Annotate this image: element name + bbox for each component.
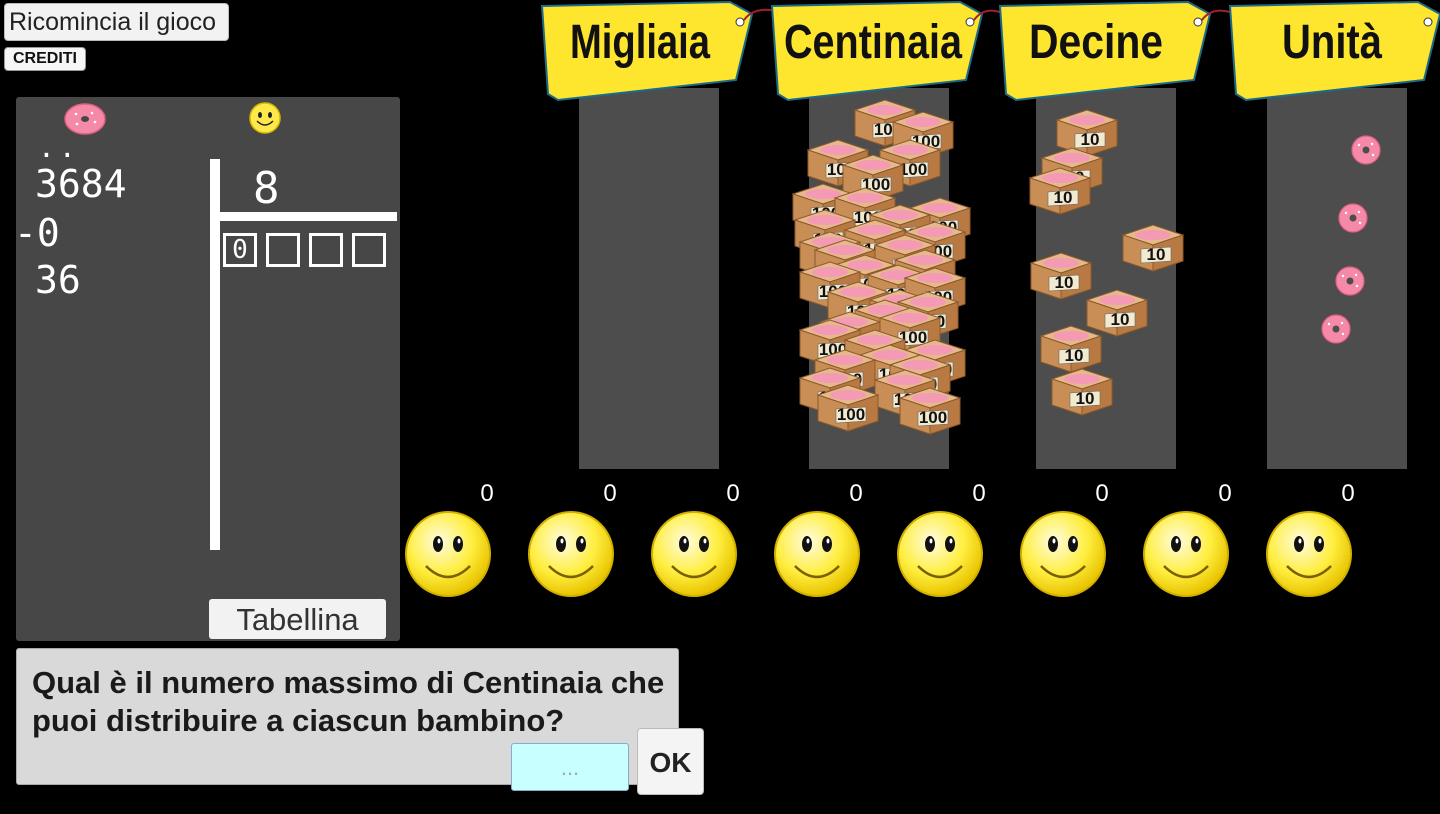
box-label: 10: [1055, 273, 1074, 292]
tag-label-centinaia: Centinaia: [784, 16, 962, 69]
division-horizontal-line: [218, 212, 397, 221]
child-count-8: 0: [1341, 480, 1355, 507]
tag-migliaia: Migliaia: [541, 1, 781, 101]
donut-icon[interactable]: [1338, 203, 1368, 233]
tag-centinaia: Centinaia: [771, 1, 1006, 101]
donut-icon[interactable]: [1321, 314, 1351, 344]
box-label: 10: [1081, 130, 1100, 149]
child-smiley-4[interactable]: [773, 510, 861, 598]
question-text: Qual è il numero massimo di Centinaia ch…: [32, 665, 665, 738]
ten-box[interactable]: 10: [1055, 109, 1119, 157]
hundred-box[interactable]: 100: [898, 387, 962, 435]
quotient-digit-4[interactable]: [352, 233, 386, 267]
smiley-icon: [897, 511, 983, 597]
tag-label-decine: Decine: [1029, 16, 1163, 69]
smiley-icon: [1266, 511, 1352, 597]
child-smiley-7[interactable]: [1142, 510, 1230, 598]
manipulatives-layer: 1001001001001001001001001001001001001001…: [791, 99, 1381, 435]
answer-input[interactable]: ...: [511, 743, 629, 791]
ten-box[interactable]: 10: [1028, 167, 1092, 215]
box-label: 100: [919, 408, 947, 427]
division-board: [16, 97, 400, 641]
ten-box[interactable]: 10: [1029, 252, 1093, 300]
ten-box[interactable]: 10: [1085, 289, 1149, 337]
box-label: 10: [1076, 389, 1095, 408]
child-smiley-8[interactable]: [1265, 510, 1353, 598]
ten-box[interactable]: 10: [1050, 368, 1114, 416]
ok-button[interactable]: OK: [637, 728, 704, 795]
box-label: 100: [899, 160, 927, 179]
dividend: 3684: [35, 162, 127, 206]
box-label: 100: [899, 328, 927, 347]
hundred-box[interactable]: 100: [816, 384, 880, 432]
box-label: 10: [1054, 188, 1073, 207]
smiley-icon: [528, 511, 614, 597]
quotient-digit-2[interactable]: [266, 233, 300, 267]
child-smiley-5[interactable]: [896, 510, 984, 598]
smiley-icon: [651, 511, 737, 597]
multiplication-table-button[interactable]: Tabellina: [209, 599, 386, 639]
smiley-icon: [1020, 511, 1106, 597]
smiley-icon: [774, 511, 860, 597]
ten-box[interactable]: 10: [1039, 325, 1103, 373]
child-smiley-6[interactable]: [1019, 510, 1107, 598]
child-smiley-1[interactable]: [404, 510, 492, 598]
tag-label-migliaia: Migliaia: [570, 16, 710, 69]
column-tags: Migliaia Centinaia Decine Unità: [541, 1, 1440, 101]
box-label: 10: [1065, 346, 1084, 365]
credits-button[interactable]: CREDITI: [4, 47, 86, 71]
smiley-icon: [249, 102, 281, 134]
thousands-column: [579, 88, 719, 469]
child-count-4: 0: [849, 480, 863, 507]
child-smiley-3[interactable]: [650, 510, 738, 598]
tag-unita: Unità: [1229, 1, 1440, 101]
carry-marks: ..: [38, 131, 80, 164]
donut-icon[interactable]: [1335, 266, 1365, 296]
child-count-5: 0: [972, 480, 986, 507]
donut-icon[interactable]: [1351, 135, 1381, 165]
child-count-1: 0: [480, 480, 494, 507]
child-count-6: 0: [1095, 480, 1109, 507]
smiley-icon: [1143, 511, 1229, 597]
child-count-3: 0: [726, 480, 740, 507]
box-label: 10: [1111, 310, 1130, 329]
child-smiley-2[interactable]: [527, 510, 615, 598]
box-label: 100: [837, 405, 865, 424]
smiley-icon: [405, 511, 491, 597]
tag-label-unita: Unità: [1282, 16, 1382, 69]
partial-subtraction: -0: [14, 211, 60, 255]
restart-button[interactable]: Ricomincia il gioco: [4, 3, 229, 41]
child-count-2: 0: [603, 480, 617, 507]
quotient-digit-3[interactable]: [309, 233, 343, 267]
quotient-digit-1[interactable]: 0: [223, 233, 257, 267]
divisor: 8: [253, 163, 280, 214]
box-label: 10: [1147, 245, 1166, 264]
donut-icon: [64, 103, 106, 135]
division-vertical-line: [210, 159, 220, 550]
partial-remainder: 36: [35, 258, 81, 302]
child-count-7: 0: [1218, 480, 1232, 507]
ten-box[interactable]: 10: [1121, 224, 1185, 272]
hundred-box[interactable]: 100: [841, 154, 905, 202]
